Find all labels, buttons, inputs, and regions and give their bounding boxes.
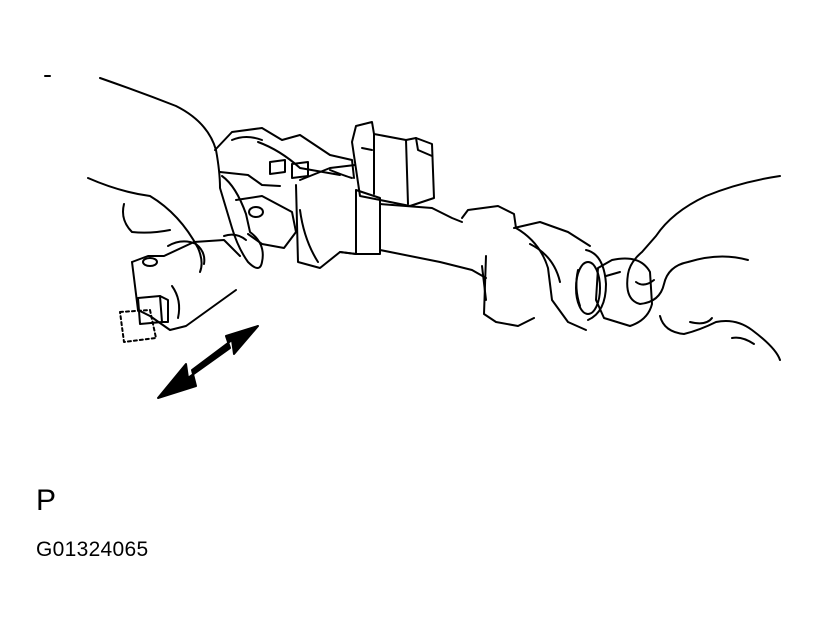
cylinder-tube <box>461 205 607 331</box>
double-headed-arrow-icon <box>157 325 259 399</box>
position-label: P <box>36 484 57 517</box>
right-hand <box>626 175 781 361</box>
mounting-bracket <box>235 195 297 249</box>
lock-housing <box>214 127 487 279</box>
left-hand <box>87 77 264 273</box>
lock-bar <box>119 239 241 343</box>
connector-block <box>329 121 435 207</box>
figure-code: G01324065 <box>36 538 149 561</box>
key-icon <box>595 257 653 327</box>
